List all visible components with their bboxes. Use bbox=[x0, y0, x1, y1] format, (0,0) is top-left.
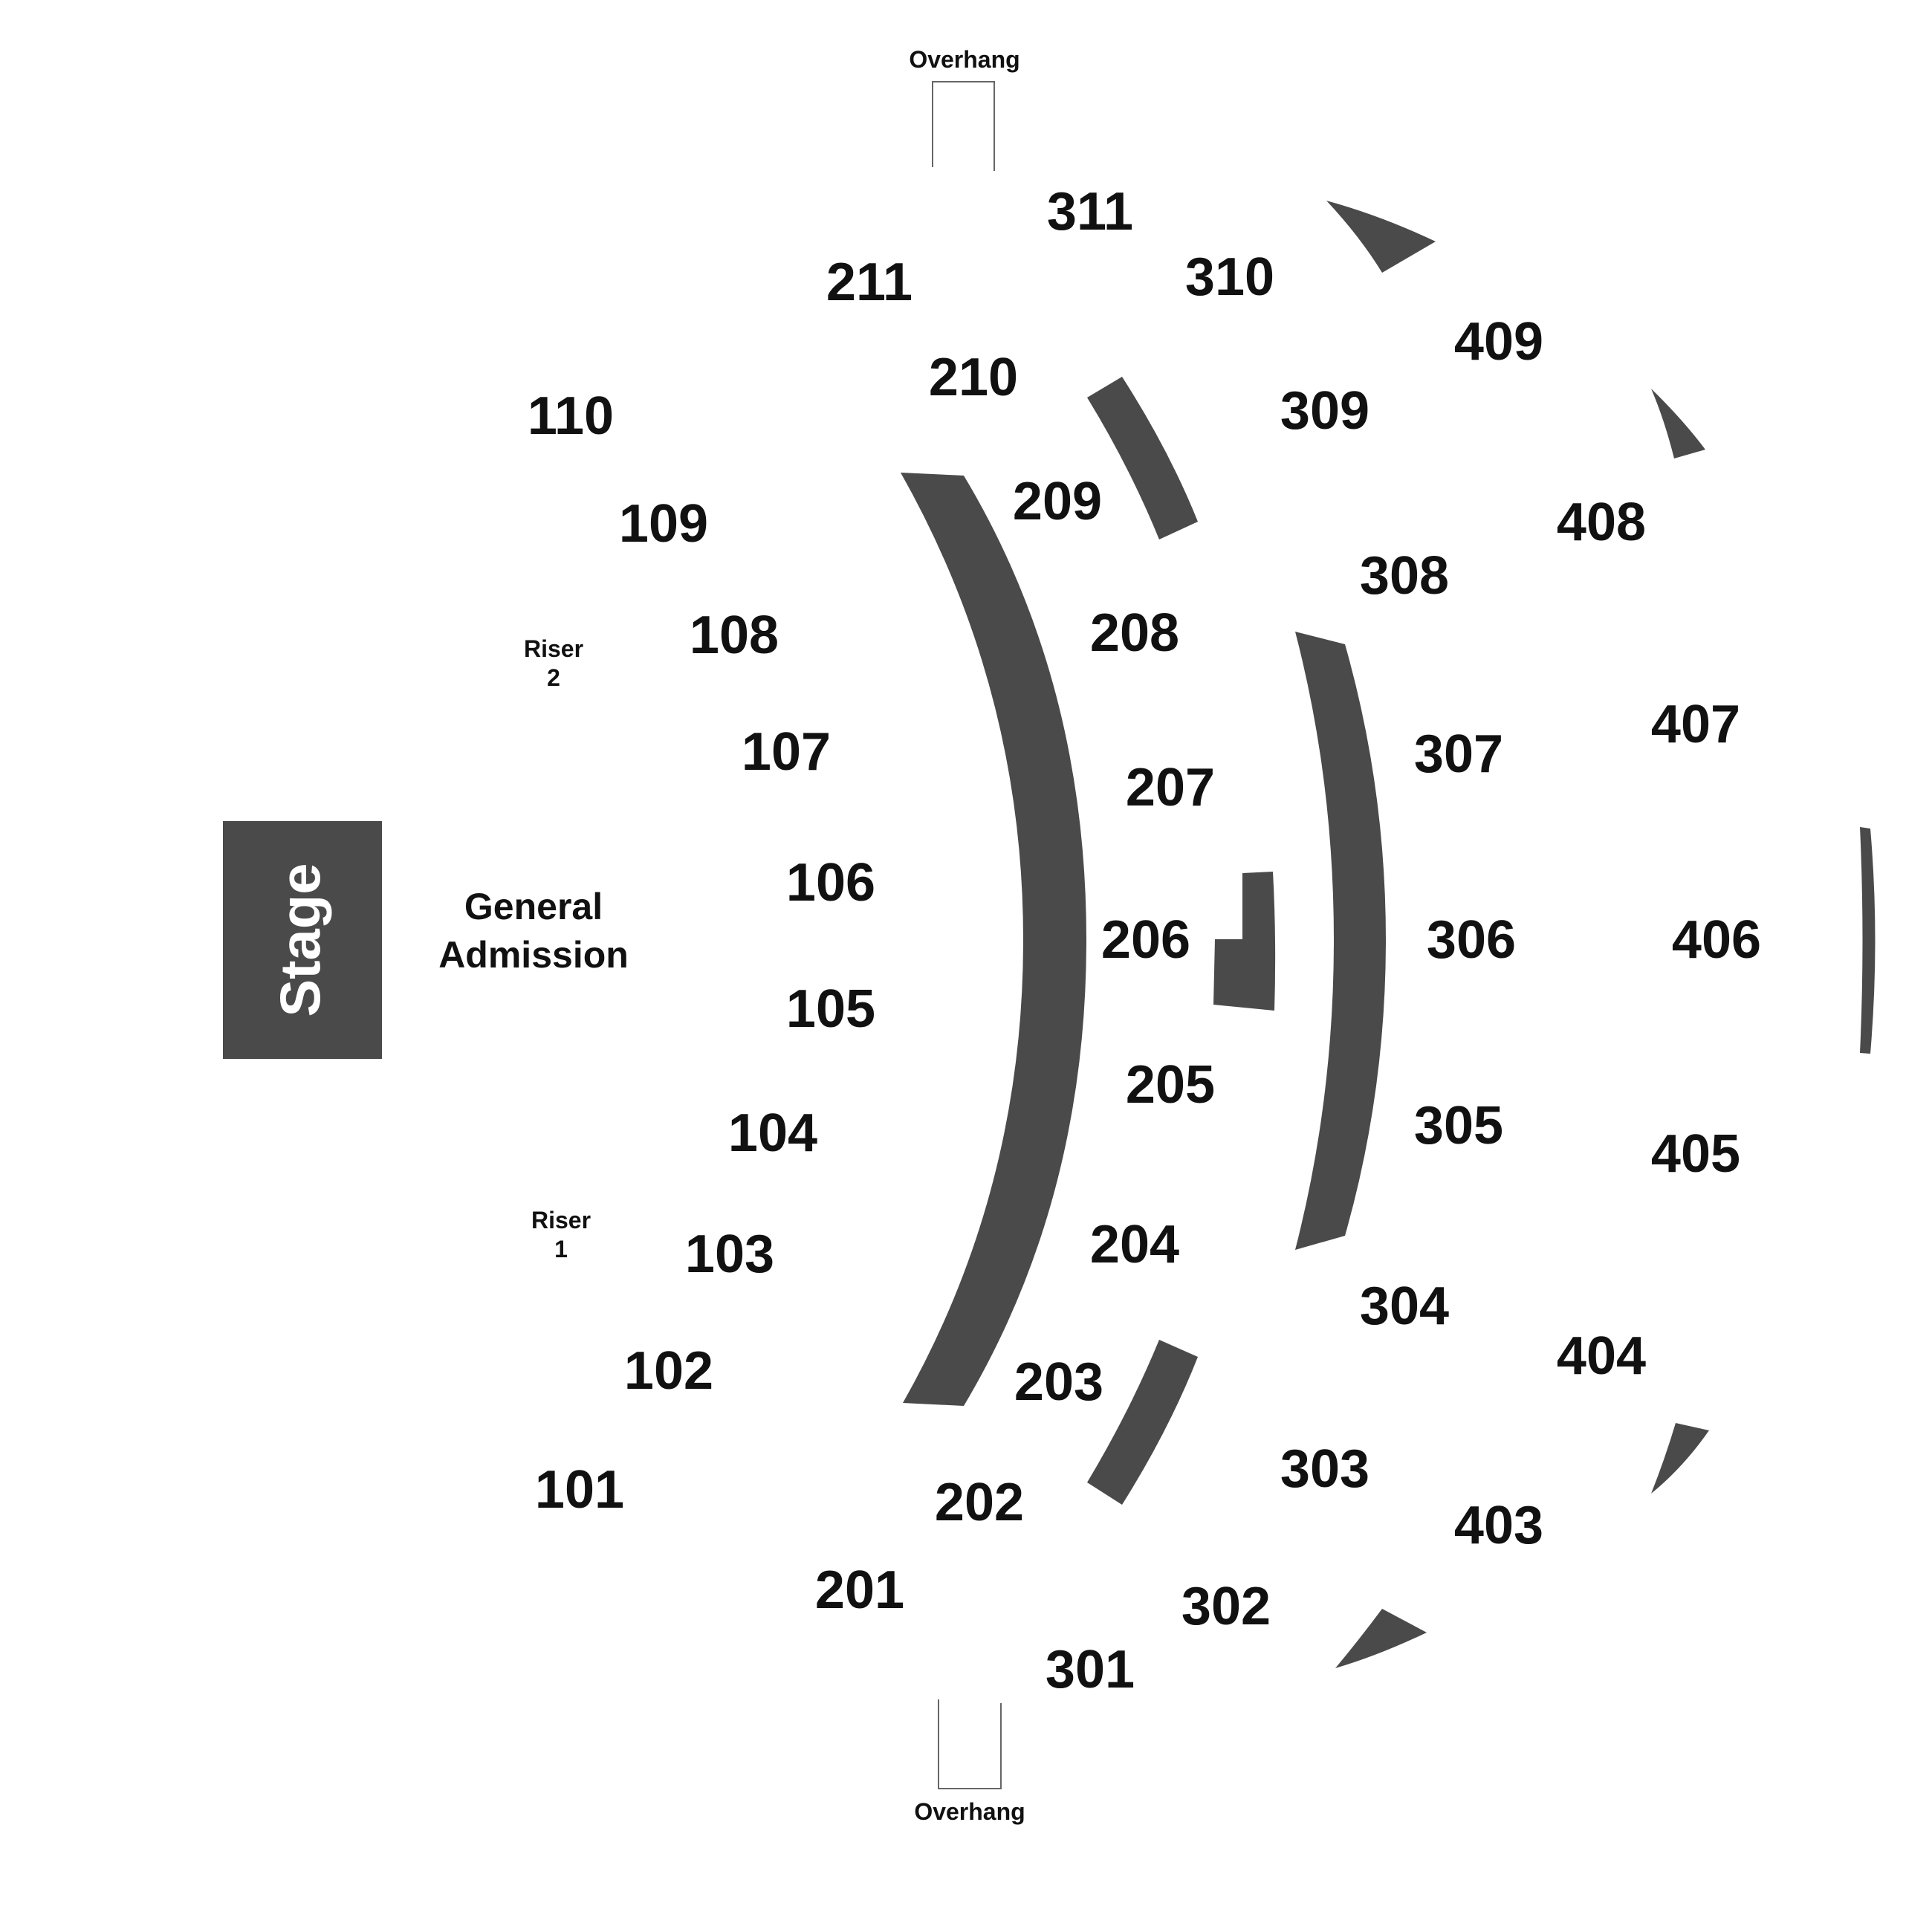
general-admission-area[interactable]: General Admission bbox=[438, 886, 629, 976]
barrier-edge-406 bbox=[1860, 827, 1876, 1054]
section-105[interactable]: 105 bbox=[786, 979, 875, 1039]
barrier-arc-209 bbox=[1087, 377, 1198, 539]
overhang-top-label: Overhang bbox=[909, 46, 1020, 73]
section-106[interactable]: 106 bbox=[786, 853, 875, 912]
barrier-main-arc bbox=[901, 473, 1086, 1406]
barrier-block-206 bbox=[1213, 872, 1276, 1011]
section-205[interactable]: 205 bbox=[1126, 1055, 1215, 1115]
riser-2[interactable]: Riser 2 bbox=[524, 635, 583, 691]
section-405[interactable]: 405 bbox=[1651, 1124, 1740, 1184]
overhang-top: Overhang bbox=[909, 46, 1020, 171]
section-207[interactable]: 207 bbox=[1126, 758, 1215, 817]
ga-label-line1: General bbox=[464, 886, 603, 927]
section-102[interactable]: 102 bbox=[624, 1341, 713, 1401]
section-210[interactable]: 210 bbox=[929, 348, 1018, 407]
section-107[interactable]: 107 bbox=[742, 722, 831, 782]
section-309[interactable]: 309 bbox=[1280, 381, 1369, 441]
section-211[interactable]: 211 bbox=[826, 253, 912, 312]
section-404[interactable]: 404 bbox=[1557, 1326, 1646, 1386]
section-209[interactable]: 209 bbox=[1013, 472, 1102, 531]
section-311[interactable]: 311 bbox=[1047, 182, 1133, 242]
section-408[interactable]: 408 bbox=[1557, 493, 1646, 552]
section-109[interactable]: 109 bbox=[619, 494, 708, 554]
section-302[interactable]: 302 bbox=[1181, 1577, 1271, 1636]
barrier-wedge-404 bbox=[1651, 1423, 1709, 1494]
section-108[interactable]: 108 bbox=[690, 606, 779, 665]
riser-1-label-line2: 1 bbox=[554, 1236, 568, 1262]
section-104[interactable]: 104 bbox=[728, 1103, 817, 1163]
section-202[interactable]: 202 bbox=[935, 1473, 1024, 1532]
barrier-wedge-top bbox=[1326, 201, 1436, 273]
section-304[interactable]: 304 bbox=[1360, 1277, 1449, 1336]
ga-label-line2: Admission bbox=[438, 934, 629, 976]
section-201[interactable]: 201 bbox=[815, 1560, 904, 1620]
overhang-bottom-outline bbox=[938, 1699, 1002, 1789]
overhang-bottom-label: Overhang bbox=[914, 1798, 1025, 1825]
barrier-wedge-408 bbox=[1651, 389, 1705, 458]
riser-2-label-line2: 2 bbox=[547, 664, 560, 691]
section-308[interactable]: 308 bbox=[1360, 546, 1449, 606]
riser-2-label-line1: Riser bbox=[524, 635, 583, 662]
section-101[interactable]: 101 bbox=[535, 1460, 624, 1520]
section-305[interactable]: 305 bbox=[1414, 1096, 1503, 1155]
barrier-arc-203 bbox=[1087, 1340, 1198, 1505]
section-206[interactable]: 206 bbox=[1101, 910, 1190, 970]
overhang-top-outline bbox=[932, 81, 995, 171]
section-403[interactable]: 403 bbox=[1454, 1496, 1543, 1555]
stage[interactable]: Stage bbox=[223, 821, 382, 1059]
section-110[interactable]: 110 bbox=[528, 386, 614, 446]
section-204[interactable]: 204 bbox=[1090, 1215, 1179, 1274]
stage-label: Stage bbox=[270, 863, 333, 1017]
section-306[interactable]: 306 bbox=[1427, 910, 1516, 970]
section-406[interactable]: 406 bbox=[1672, 910, 1761, 970]
barrier-wedge-bottom bbox=[1335, 1609, 1427, 1668]
section-310[interactable]: 310 bbox=[1185, 247, 1274, 307]
section-409[interactable]: 409 bbox=[1454, 312, 1543, 372]
stage-block[interactable] bbox=[223, 821, 382, 1059]
section-208[interactable]: 208 bbox=[1090, 603, 1179, 663]
barriers bbox=[901, 201, 1876, 1668]
section-103[interactable]: 103 bbox=[685, 1225, 774, 1284]
section-301[interactable]: 301 bbox=[1046, 1640, 1135, 1699]
barrier-arc-300 bbox=[1295, 632, 1386, 1250]
section-307[interactable]: 307 bbox=[1414, 724, 1503, 784]
riser-1-label-line1: Riser bbox=[531, 1207, 591, 1234]
section-407[interactable]: 407 bbox=[1651, 695, 1740, 754]
section-203[interactable]: 203 bbox=[1014, 1352, 1103, 1412]
section-303[interactable]: 303 bbox=[1280, 1439, 1369, 1499]
overhang-bottom: Overhang bbox=[914, 1699, 1025, 1825]
riser-1[interactable]: Riser 1 bbox=[531, 1207, 591, 1262]
